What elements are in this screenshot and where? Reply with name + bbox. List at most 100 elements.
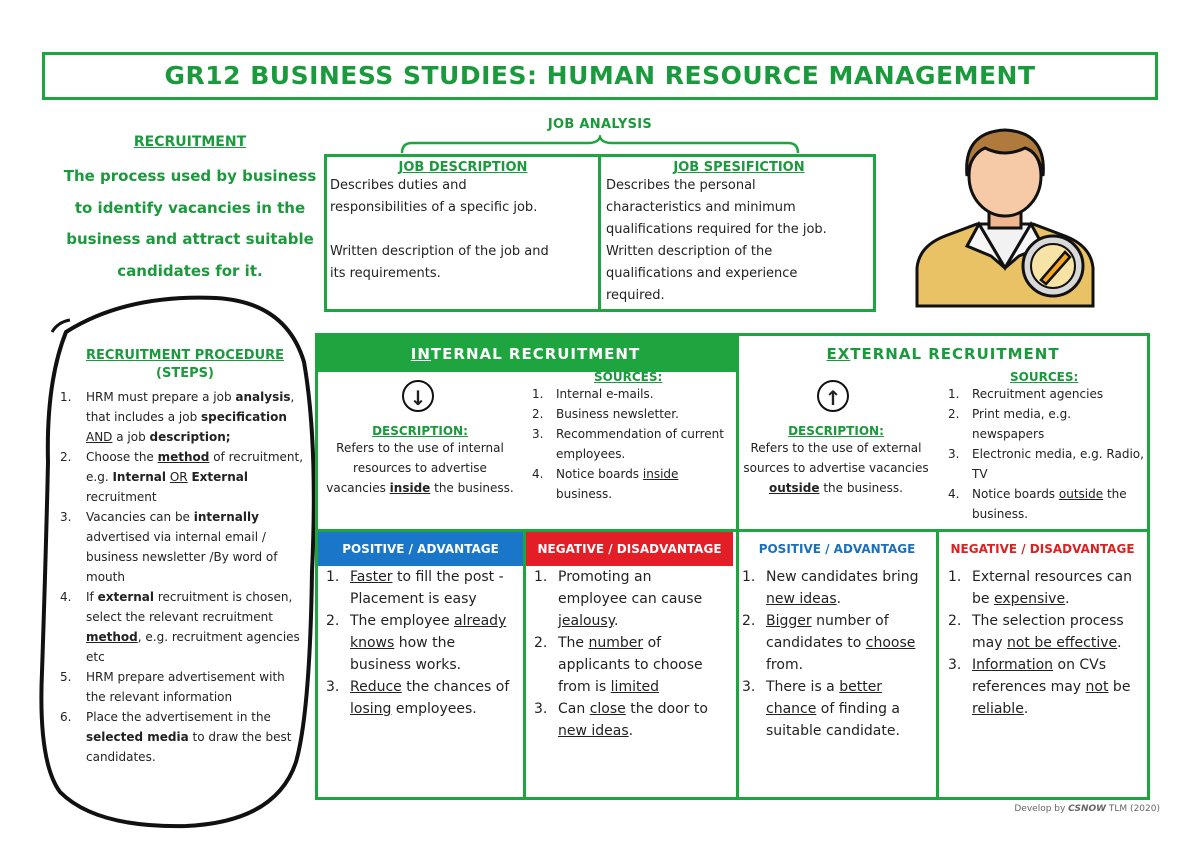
step-text: Place the advertisement in the selected … (86, 710, 292, 764)
arrow-down-circle-icon: ↓ (402, 380, 434, 412)
job-description-panel: JOB DESCRIPTION Describes duties and res… (330, 160, 596, 285)
step-number: 4. (60, 590, 72, 604)
job-description-heading: JOB DESCRIPTION (398, 160, 528, 175)
external-negative-header: NEGATIVE / DISADVANTAGE (950, 542, 1135, 556)
disadvantage-item: 3.Information on CVs references may not … (948, 654, 1140, 720)
item-number: 1. (948, 387, 960, 401)
source-item: 1. Internal e-mails. (532, 384, 732, 404)
step-number: 5. (60, 670, 72, 684)
job-analysis-divider (598, 154, 601, 312)
source-item: 2.Business newsletter. (532, 404, 732, 424)
brace-icon (400, 135, 800, 154)
heading-text: DESCRIPTION (372, 424, 464, 438)
external-description-text: Refers to the use of external sources to… (743, 441, 929, 495)
disadvantage-item: 2.The number of applicants to choose fro… (534, 632, 724, 698)
procedure-title: RECRUITMENT PROCEDURE (85, 348, 285, 363)
item-number: 1. (534, 569, 548, 585)
internal-sources-list: 1. Internal e-mails. 2.Business newslette… (532, 384, 732, 504)
item-number: 3. (742, 679, 756, 695)
item-text: External resources can be expensive. (972, 569, 1132, 607)
job-analysis-title: JOB ANALYSIS (547, 117, 653, 132)
item-text: New candidates bring new ideas. (766, 569, 919, 607)
source-item: 2.Print media, e.g. newspapers (948, 404, 1146, 444)
text-line: Describes the personal (606, 178, 756, 193)
item-number: 2. (948, 613, 962, 629)
heading-rest: TERNAL RECRUITMENT (430, 345, 641, 363)
recruitment-definition: The process used by business to identify… (40, 161, 340, 287)
text-line: qualifications required for the job. (606, 222, 827, 237)
recruitment-heading: RECRUITMENT (133, 134, 247, 150)
procedure-step: 6.Place the advertisement in the selecte… (56, 707, 306, 767)
source-item: 3.Electronic media, e.g. Radio, TV (948, 444, 1146, 484)
advantage-item: 1. New candidates bring new ideas. (742, 566, 932, 610)
item-text: Recommendation of current employees. (556, 427, 724, 461)
recruitment-grid (315, 333, 1150, 800)
grid-divider (936, 531, 939, 797)
page-title: GR12 BUSINESS STUDIES: HUMAN RESOURCE MA… (164, 61, 1036, 90)
recruitment-line: business and attract suitable (66, 230, 314, 248)
credit-footer: Develop by CSNOW TLM (2020) (1014, 804, 1160, 814)
heading-rest: TERNAL RECRUITMENT (850, 345, 1060, 363)
step-text: If external recruitment is chosen, selec… (86, 590, 300, 664)
item-text: Business newsletter. (556, 407, 679, 421)
item-text: Notice boards inside business. (556, 467, 679, 501)
step-number: 3. (60, 510, 72, 524)
text-line: qualifications and experience (606, 266, 798, 281)
spacer (330, 219, 596, 241)
external-positives: 1. New candidates bring new ideas. 2. Bigg… (742, 566, 932, 742)
external-sources-list: 1.Recruitment agencies 2.Print media, e.… (948, 384, 1146, 524)
item-text: Internal e-mails. (556, 387, 654, 401)
grid-divider (736, 336, 739, 797)
item-text: Can close the door to new ideas. (558, 701, 708, 739)
item-text: Print media, e.g. newspapers (972, 407, 1072, 441)
grid-divider (523, 531, 526, 797)
item-number: 2. (742, 613, 756, 629)
item-text: Information on CVs references may not be… (972, 657, 1131, 717)
item-text: Reduce the chances of losing employees. (350, 679, 510, 717)
item-number: 3. (534, 701, 548, 717)
employee-avatar-icon (915, 128, 1095, 308)
procedure-steps: 1.HRM must prepare a job analysis, that … (56, 387, 306, 767)
text-line: required. (606, 288, 665, 303)
job-specification-heading: JOB SPESIFICTION (673, 160, 805, 175)
procedure-step: 3.Vacancies can be internally advertised… (56, 507, 306, 587)
item-number: 1. (532, 387, 544, 401)
step-number: 1. (60, 390, 72, 404)
advantage-item: 3. Reduce the chances of losing employees… (326, 676, 516, 720)
external-positive-header: POSITIVE / ADVANTAGE (758, 542, 916, 556)
job-specification-text: Describes the personal characteristics a… (606, 175, 872, 307)
advantage-item: 2. Bigger number of candidates to choose … (742, 610, 932, 676)
internal-negative-header: NEGATIVE / DISADVANTAGE (526, 532, 733, 566)
text-line: characteristics and minimum (606, 200, 796, 215)
title-frame (42, 52, 1158, 100)
external-description: DESCRIPTION: Refers to the use of extern… (738, 424, 934, 498)
external-recruitment-heading: EXTERNAL RECRUITMENT (736, 335, 1150, 374)
text-line: Written description of the (606, 244, 773, 259)
heading-text: SOURCES (1010, 370, 1074, 384)
item-number: 4. (532, 467, 544, 481)
item-number: 1. (742, 569, 756, 585)
job-description-text: Describes duties and responsibilities of… (330, 175, 596, 285)
recruitment-line: The process used by business (63, 167, 317, 185)
item-text: Bigger number of candidates to choose fr… (766, 613, 916, 673)
disadvantage-item: 3. Can close the door to new ideas. (534, 698, 724, 742)
advantage-item: 2.The employee already knows how the bus… (326, 610, 516, 676)
procedure-step: 4. If external recruitment is chosen, sel… (56, 587, 306, 667)
internal-sources-heading: SOURCES: (594, 370, 663, 384)
heading-prefix: EX (826, 345, 851, 363)
disadvantage-item: 1.External resources can be expensive. (948, 566, 1140, 610)
text-line: Describes duties and (330, 178, 467, 193)
source-item: 3.Recommendation of current employees. (532, 424, 732, 464)
source-item: 4.Notice boards outside the business. (948, 484, 1146, 524)
recruitment-line: to identify vacancies in the (74, 198, 306, 217)
text-line: responsibilities of a specific job. (330, 200, 538, 215)
job-specification-panel: JOB SPESIFICTION Describes the personal … (606, 160, 872, 307)
external-negatives: 1.External resources can be expensive. 2… (948, 566, 1140, 720)
internal-negatives: 1.Promoting an employee can cause jealou… (534, 566, 724, 742)
arrow-up-circle-icon: ↑ (817, 380, 849, 412)
item-text: Notice boards outside the business. (972, 487, 1127, 521)
item-text: The number of applicants to choose from … (558, 635, 703, 695)
step-text: HRM prepare advertisement with the relev… (86, 670, 285, 704)
step-text: Choose the method of recruitment, e.g. I… (86, 450, 304, 504)
item-number: 3. (326, 679, 340, 695)
